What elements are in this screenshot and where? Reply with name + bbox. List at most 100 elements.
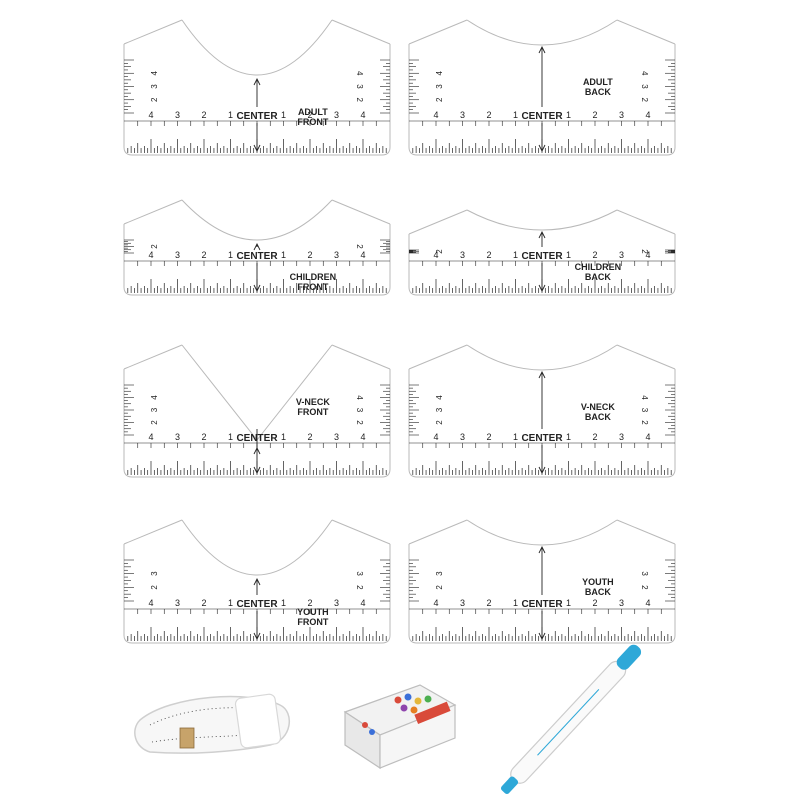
side-scale-number: 2 bbox=[435, 585, 444, 590]
scale-number: 1 bbox=[513, 598, 518, 608]
side-scale-number: 3 bbox=[355, 84, 364, 89]
scale-number: 1 bbox=[228, 110, 233, 120]
scale-number: 3 bbox=[175, 598, 180, 608]
ruler-title-line2: BACK bbox=[585, 87, 611, 97]
scale-number: 2 bbox=[201, 432, 206, 442]
ruler-title-line1: ADULT bbox=[583, 77, 613, 87]
center-label: CENTER bbox=[236, 111, 278, 122]
side-scale-number: 4 bbox=[435, 395, 444, 400]
scale-number: 1 bbox=[281, 110, 286, 120]
side-scale-number: 3 bbox=[355, 571, 364, 576]
scale-number: 3 bbox=[334, 250, 339, 260]
ruler-title-line2: FRONT bbox=[297, 282, 328, 292]
scale-number: 2 bbox=[592, 432, 597, 442]
ruler-title-line2: BACK bbox=[585, 272, 611, 282]
side-scale-number: 4 bbox=[640, 395, 649, 400]
side-scale-number: 2 bbox=[640, 420, 649, 425]
scale-number: 2 bbox=[592, 250, 597, 260]
center-label: CENTER bbox=[521, 433, 563, 444]
side-scale-number: 3 bbox=[640, 84, 649, 89]
side-scale-number: 2 bbox=[150, 97, 159, 102]
side-scale-number: 3 bbox=[150, 84, 159, 89]
scale-number: 1 bbox=[513, 110, 518, 120]
scale-number: 4 bbox=[645, 250, 650, 260]
scale-number: 1 bbox=[566, 110, 571, 120]
ruler-title-line1: ADULT bbox=[298, 107, 328, 117]
scale-number: 2 bbox=[592, 598, 597, 608]
scale-number: 2 bbox=[307, 432, 312, 442]
scale-number: 1 bbox=[228, 598, 233, 608]
scale-number: 3 bbox=[175, 110, 180, 120]
center-label: CENTER bbox=[236, 251, 278, 262]
scale-number: 1 bbox=[228, 432, 233, 442]
side-scale-number: 3 bbox=[435, 407, 444, 412]
side-scale-number: 2 bbox=[355, 420, 364, 425]
scale-number: 1 bbox=[281, 432, 286, 442]
scale-number: 4 bbox=[360, 110, 365, 120]
scale-number: 2 bbox=[486, 250, 491, 260]
side-scale-number: 2 bbox=[355, 244, 364, 249]
side-scale-number: 3 bbox=[640, 408, 649, 413]
scale-number: 4 bbox=[433, 432, 438, 442]
tape-measure-icon bbox=[134, 693, 290, 754]
side-scale-number: 3 bbox=[150, 571, 159, 576]
side-scale-number: 4 bbox=[150, 395, 159, 400]
fabric-marker-pen-icon bbox=[500, 644, 642, 794]
scale-number: 1 bbox=[513, 432, 518, 442]
side-scale-number: 2 bbox=[435, 97, 444, 102]
scale-number: 4 bbox=[148, 250, 153, 260]
scale-number: 3 bbox=[619, 598, 624, 608]
scale-number: 1 bbox=[566, 598, 571, 608]
side-scale-number: 2 bbox=[355, 585, 364, 590]
side-scale-number: 2 bbox=[150, 585, 159, 590]
scale-number: 2 bbox=[201, 250, 206, 260]
scale-number: 3 bbox=[460, 598, 465, 608]
sewing-pins-box-icon bbox=[343, 684, 457, 770]
scale-number: 3 bbox=[334, 598, 339, 608]
scale-number: 4 bbox=[433, 110, 438, 120]
scale-number: 4 bbox=[360, 250, 365, 260]
center-label: CENTER bbox=[236, 599, 278, 610]
side-scale-number: 4 bbox=[640, 71, 649, 76]
side-scale-number: 3 bbox=[640, 571, 649, 576]
center-label: CENTER bbox=[521, 599, 563, 610]
ruler-title-line2: FRONT bbox=[297, 617, 328, 627]
scale-number: 1 bbox=[566, 250, 571, 260]
scale-number: 1 bbox=[228, 250, 233, 260]
scale-number: 4 bbox=[645, 432, 650, 442]
side-scale-number: 2 bbox=[150, 244, 159, 249]
side-scale-number: 4 bbox=[435, 70, 444, 75]
side-scale-number: 4 bbox=[355, 395, 364, 400]
scale-number: 2 bbox=[486, 432, 491, 442]
scale-number: 3 bbox=[619, 110, 624, 120]
side-scale-number: 4 bbox=[355, 71, 364, 76]
scale-number: 4 bbox=[148, 110, 153, 120]
scale-number: 4 bbox=[645, 110, 650, 120]
scale-number: 2 bbox=[201, 110, 206, 120]
ruler-title-line1: YOUTH bbox=[582, 577, 614, 587]
ruler-title-line2: BACK bbox=[585, 412, 611, 422]
center-label: CENTER bbox=[521, 111, 563, 122]
scale-number: 2 bbox=[307, 250, 312, 260]
ruler-title-line1: V-NECK bbox=[581, 402, 616, 412]
scale-number: 3 bbox=[460, 432, 465, 442]
ruler-title-line1: V-NECK bbox=[296, 397, 331, 407]
side-scale-number: 3 bbox=[355, 408, 364, 413]
scale-number: 4 bbox=[433, 598, 438, 608]
scale-number: 3 bbox=[619, 432, 624, 442]
ruler-title-line2: FRONT bbox=[297, 117, 328, 127]
scale-number: 3 bbox=[460, 110, 465, 120]
side-scale-number: 2 bbox=[435, 249, 444, 254]
side-scale-number: 3 bbox=[435, 84, 444, 89]
scale-number: 2 bbox=[201, 598, 206, 608]
side-scale-number: 2 bbox=[640, 585, 649, 590]
ruler-title-line2: BACK bbox=[585, 587, 611, 597]
scale-number: 3 bbox=[460, 250, 465, 260]
